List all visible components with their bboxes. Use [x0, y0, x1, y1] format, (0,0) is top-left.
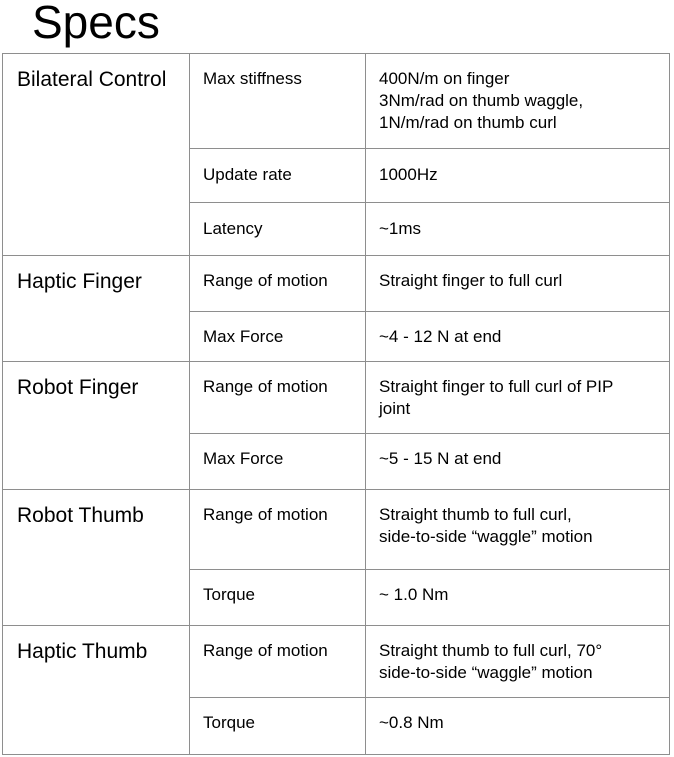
param-label: Range of motion	[189, 255, 366, 312]
table-row: Bilateral Control Max stiffness 400N/m o…	[2, 53, 670, 256]
param-value: ~4 - 12 N at end	[365, 311, 670, 362]
param-value: Straight finger to full curl	[365, 255, 670, 312]
value-line: Straight finger to full curl of PIP	[379, 377, 614, 396]
group-label: Haptic Thumb	[2, 625, 190, 755]
table-row: Latency ~1ms	[3, 202, 670, 256]
value-line: ~5 - 15 N at end	[379, 449, 502, 468]
group-label: Robot Thumb	[2, 489, 190, 626]
table-row: Update rate 1000Hz	[3, 148, 670, 203]
param-label: Torque	[189, 569, 366, 626]
value-line: side-to-side “waggle” motion	[379, 527, 593, 546]
param-value: 1000Hz	[365, 148, 670, 203]
value-line: side-to-side “waggle” motion	[379, 663, 593, 682]
param-value: ~0.8 Nm	[365, 697, 670, 755]
param-value: Straight finger to full curl of PIP join…	[365, 361, 670, 434]
group-label: Haptic Finger	[2, 255, 190, 362]
table-row: Robot Finger Range of motion Straight fi…	[2, 361, 670, 490]
param-label: Range of motion	[189, 361, 366, 434]
table-row: Haptic Thumb Range of motion Straight th…	[2, 625, 670, 755]
table-row: Torque ~ 1.0 Nm	[3, 569, 670, 626]
value-line: Straight thumb to full curl, 70°	[379, 641, 603, 660]
specs-table: Bilateral Control Max stiffness 400N/m o…	[2, 53, 670, 755]
value-line: Straight finger to full curl	[379, 271, 563, 290]
value-line: 400N/m on finger	[379, 69, 510, 88]
param-value: ~ 1.0 Nm	[365, 569, 670, 626]
value-line: 1N/m/rad on thumb curl	[379, 113, 557, 132]
param-label: Latency	[189, 202, 366, 256]
value-line: ~1ms	[379, 219, 422, 238]
param-label: Torque	[189, 697, 366, 755]
param-label: Range of motion	[189, 625, 366, 698]
param-value: ~1ms	[365, 202, 670, 256]
value-line: ~ 1.0 Nm	[379, 585, 449, 604]
param-label: Max Force	[189, 311, 366, 362]
table-row: Robot Thumb Range of motion Straight thu…	[2, 489, 670, 626]
table-row: Torque ~0.8 Nm	[3, 697, 670, 755]
value-line: ~4 - 12 N at end	[379, 327, 502, 346]
value-line: Straight thumb to full curl,	[379, 505, 572, 524]
group-label: Bilateral Control	[2, 53, 190, 256]
group-label: Robot Finger	[2, 361, 190, 490]
page-title: Specs	[32, 0, 160, 48]
param-value: ~5 - 15 N at end	[365, 433, 670, 490]
value-line: 1000Hz	[379, 165, 438, 184]
param-label: Range of motion	[189, 489, 366, 570]
param-value: Straight thumb to full curl, 70° side-to…	[365, 625, 670, 698]
table-row: Max Force ~5 - 15 N at end	[3, 433, 670, 490]
param-value: Straight thumb to full curl, side-to-sid…	[365, 489, 670, 570]
param-label: Max Force	[189, 433, 366, 490]
param-label: Max stiffness	[189, 53, 366, 149]
param-value: 400N/m on finger 3Nm/rad on thumb waggle…	[365, 53, 670, 149]
value-line: joint	[379, 399, 411, 418]
table-row: Max Force ~4 - 12 N at end	[3, 311, 670, 362]
value-line: 3Nm/rad on thumb waggle,	[379, 91, 584, 110]
param-label: Update rate	[189, 148, 366, 203]
table-row: Haptic Finger Range of motion Straight f…	[2, 255, 670, 362]
value-line: ~0.8 Nm	[379, 713, 444, 732]
